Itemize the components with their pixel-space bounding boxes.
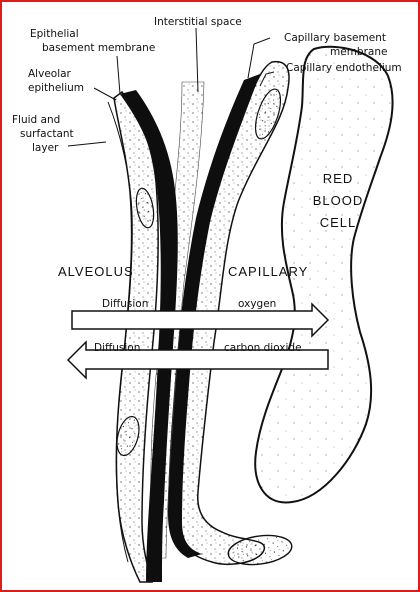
rbc-label-line2: BLOOD <box>298 190 378 212</box>
fluid-layer-label-line2: surfactant <box>20 128 74 140</box>
rbc-label-line1: RED <box>298 168 378 190</box>
fluid-layer-label-line1: Fluid and <box>12 114 60 126</box>
alveolus-label: ALVEOLUS <box>58 264 134 279</box>
alveolar-epithelium-label-line1: Alveolar <box>28 68 71 80</box>
capillary-basement-membrane-label-line2: membrane <box>330 46 387 58</box>
capillary-endothelium-label: Capillary endothelium <box>286 62 402 74</box>
epithelial-basement-membrane-label-line2: basement membrane <box>42 42 155 54</box>
capillary-label: CAPILLARY <box>228 264 308 279</box>
epithelial-basement-membrane-label-line1: Epithelial <box>30 28 79 40</box>
oxygen-diffusion-label: Diffusion <box>102 298 148 310</box>
oxygen-label: oxygen <box>238 298 276 310</box>
capillary-basement-membrane-label-line1: Capillary basement <box>284 32 386 44</box>
carbon-dioxide-label: carbon dioxide <box>224 342 302 354</box>
rbc-label-line3: CELL <box>298 212 378 234</box>
interstitial-space-label: Interstitial space <box>154 16 242 28</box>
co2-diffusion-label: Diffusion <box>94 342 140 354</box>
alveolar-epithelium-label-line2: epithelium <box>28 82 84 94</box>
fluid-layer-label-line3: layer <box>32 142 58 154</box>
